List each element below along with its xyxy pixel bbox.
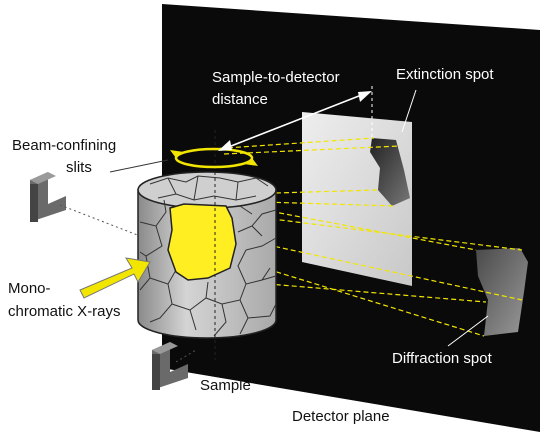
diffraction-pointer-line	[447, 315, 489, 347]
diffraction-spot	[476, 248, 528, 336]
diffracting-grain	[167, 203, 237, 281]
mono-label-line1: Mono-	[8, 280, 51, 297]
beam-slit-top	[30, 172, 66, 222]
slit-pointer-line	[109, 159, 169, 173]
incident-beam-line	[59, 204, 141, 237]
distance-label-line2: distance	[212, 91, 268, 108]
distance-arrow	[218, 91, 372, 151]
diffraction-spot-label: Diffraction spot	[392, 350, 493, 367]
sample-label: Sample	[200, 377, 251, 394]
distance-label-line1: Sample-to-detector	[212, 69, 340, 86]
incident-beam-line-lower	[175, 349, 197, 363]
beam-slits-label-line2: slits	[66, 159, 92, 176]
rotation-arrow-icon	[170, 147, 258, 169]
extinction-pointer-line	[401, 89, 417, 133]
extinction-spot	[370, 138, 410, 206]
mono-label-line2: chromatic X-rays	[8, 303, 121, 320]
sample-cylinder	[137, 171, 277, 339]
beam-slit-bottom	[152, 342, 188, 390]
beam-slits-label-line1: Beam-confining	[12, 137, 116, 154]
extinction-spot-label: Extinction spot	[396, 66, 494, 83]
detector-plane-label: Detector plane	[292, 408, 390, 425]
xray-incident-arrow-icon	[79, 257, 151, 299]
